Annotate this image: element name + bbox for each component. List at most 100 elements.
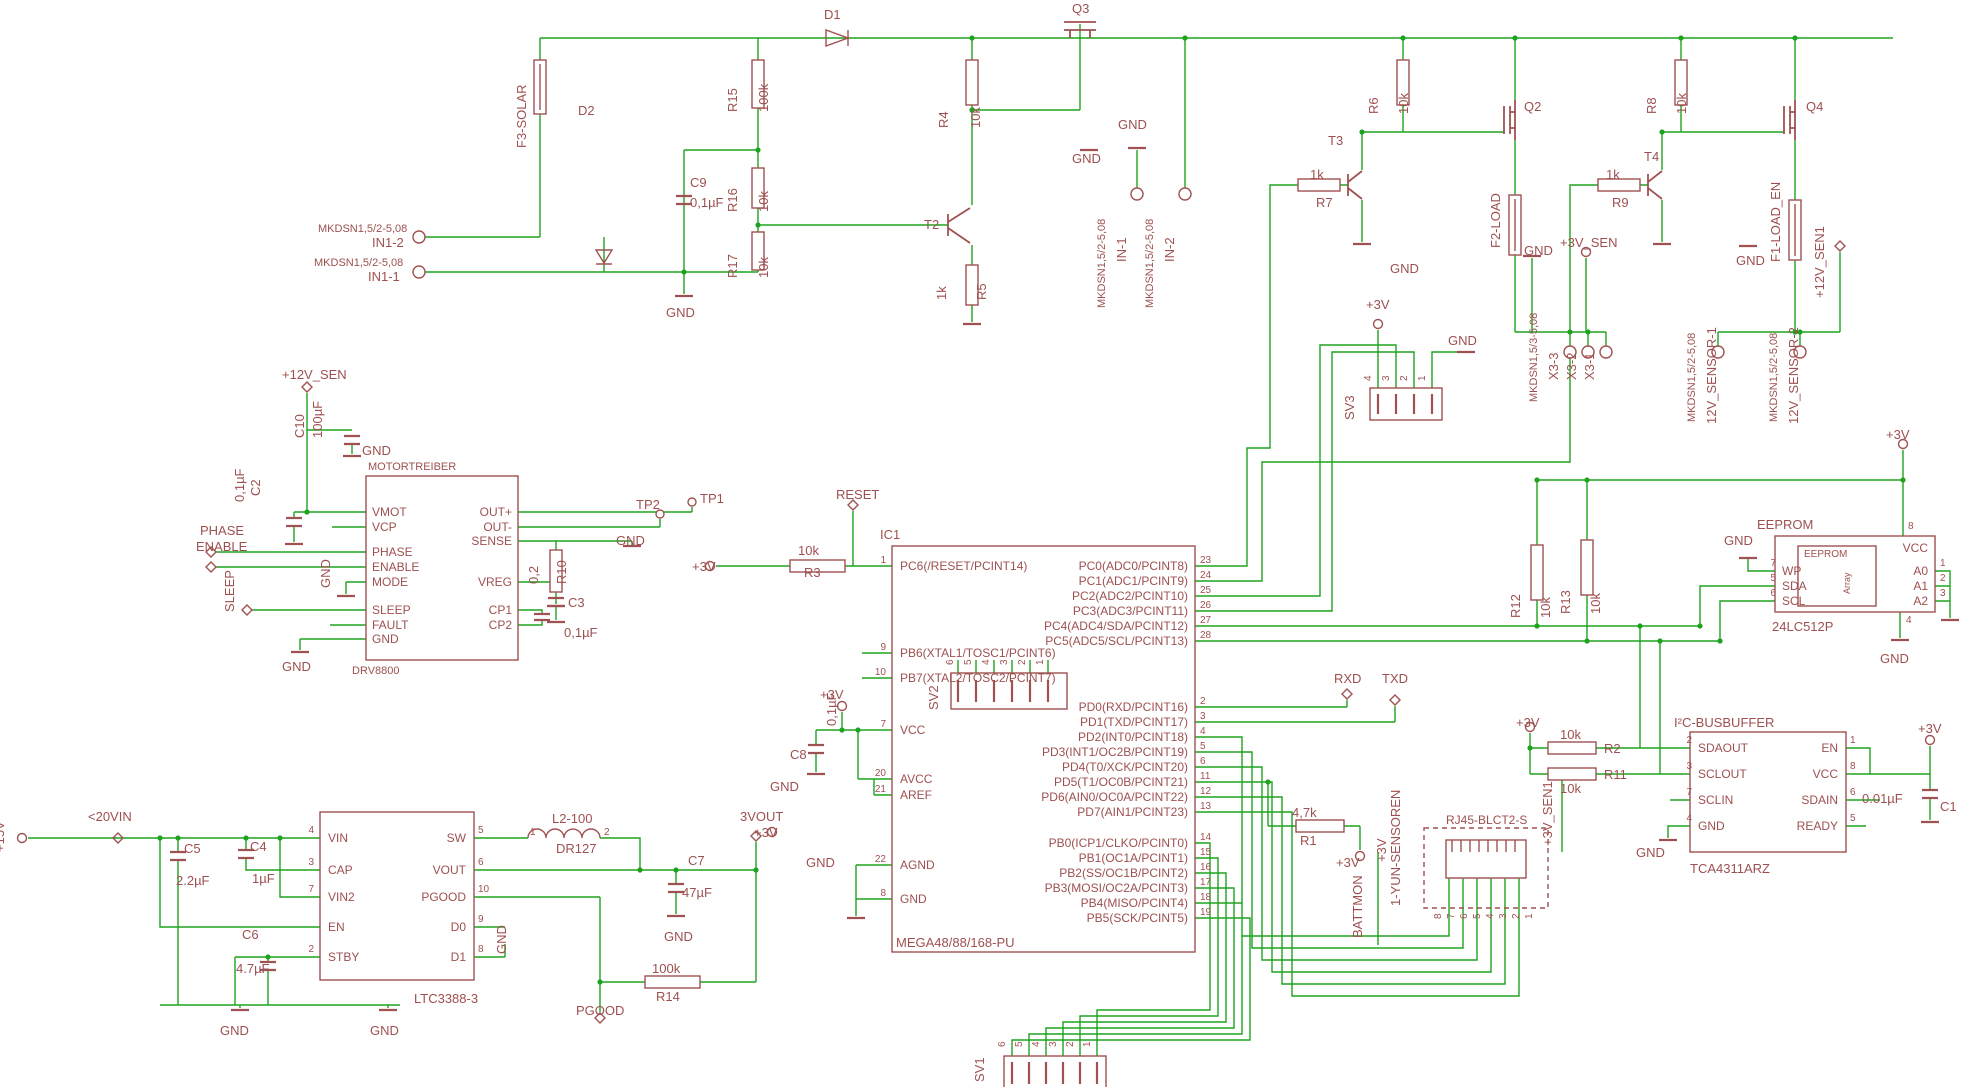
mcu-0-1µf: 0,1µF (824, 692, 839, 726)
regulator-10: 10 (478, 884, 490, 895)
mcu-pb0-icp1-clko-pcint0: PB0(ICP1/CLKO/PCINT0) (1048, 836, 1188, 850)
motor-driver-enable: ENABLE (196, 539, 248, 554)
mcu-mega48-88-168-pu: MEGA48/88/168-PU (896, 935, 1015, 950)
mcu-avcc: AVCC (900, 772, 933, 786)
regulator-c4: C4 (250, 839, 267, 854)
sensors-rj45-+3v: +3V (1336, 855, 1360, 870)
regulator-3vout: 3VOUT (740, 809, 784, 824)
motor-driver-c2: C2 (248, 479, 263, 496)
i2c-buffer-body (1689, 731, 1847, 853)
sv1-6: 6 (997, 1041, 1008, 1047)
sv1-2: 2 (1065, 1041, 1076, 1047)
solar-input-r4: R4 (936, 111, 951, 128)
mcu-3: 3 (999, 659, 1010, 665)
motor-driver-gnd: GND (318, 559, 333, 588)
load-switches-mkdsn1-5-2-5-08: MKDSN1,5/2-5,08 (1686, 332, 1698, 422)
eeprom-5: 5 (1770, 573, 1776, 584)
solar-input-gnd: GND (1118, 117, 1147, 132)
eeprom-4: 4 (1906, 615, 1912, 626)
motor-driver-mode: MODE (372, 575, 408, 589)
eeprom-a0: A0 (1913, 564, 1928, 578)
mcu-28: 28 (1200, 630, 1212, 641)
sensors-rj45-7: 7 (1446, 913, 1457, 919)
eeprom-array: Array (1842, 572, 1852, 594)
load-switches-r8: R8 (1644, 97, 1659, 114)
sensors-rj45-1: 1 (1524, 913, 1535, 919)
solar-input-t2: T2 (924, 217, 940, 232)
solar-input-r5: R5 (974, 283, 989, 300)
eeprom-3: 3 (1940, 588, 1946, 599)
mcu-agnd: AGND (900, 858, 935, 872)
ic1-mcu-body (891, 545, 1196, 953)
i2c-buffer-gnd: GND (1698, 819, 1725, 833)
mcu-pd0-rxd-pcint16: PD0(RXD/PCINT16) (1078, 700, 1188, 714)
load-switches-f2-load: F2-LOAD (1488, 193, 1503, 248)
regulator-c5: C5 (184, 841, 201, 856)
supply-circles (16, 246, 1936, 862)
regulator-47µf: 47µF (682, 885, 712, 900)
mcu-pd4-t0-xck-pcint20: PD4(T0/XCK/PCINT20) (1061, 760, 1188, 774)
load-switches-1k: 1k (1606, 167, 1620, 182)
solar-input-f3-solar: F3-SOLAR (514, 84, 529, 148)
terminal-pads (412, 187, 1807, 519)
motor-driver-sleep: SLEEP (372, 603, 411, 617)
load-switches-x3-2: X3-2 (1564, 352, 1579, 380)
solar-input-10k: 10k (968, 107, 983, 128)
eeprom-24lc512p: 24LC512P (1772, 619, 1834, 634)
testpoint-tp2 (655, 509, 665, 519)
regulator-8: 8 (478, 944, 484, 955)
i2c-buffer-1: 1 (1850, 735, 1856, 746)
load-switches-r6: R6 (1366, 97, 1381, 114)
mcu-5: 5 (963, 659, 974, 665)
mosfet-q3 (1064, 21, 1096, 38)
load-switches-gnd: GND (1524, 243, 1553, 258)
motor-driver-+12v-sen: +12V_SEN (282, 367, 347, 382)
motor-driver-gnd: GND (362, 443, 391, 458)
load-switches-t4: T4 (1644, 149, 1660, 164)
mcu-pb5-sck-pcint5: PB5(SCK/PCINT5) (1086, 911, 1188, 925)
i2c-buffer-i²c-busbuffer: I²C-BUSBUFFER (1674, 715, 1775, 730)
mcu-6: 6 (945, 659, 956, 665)
regulator-c7: C7 (688, 853, 705, 868)
eeprom-10k: 10k (1588, 593, 1603, 614)
i2c-buffer-r2: R2 (1604, 741, 1621, 756)
i2c-buffer-7: 7 (1686, 787, 1692, 798)
i2c-buffer-r11: R11 (1604, 767, 1627, 782)
regulator-3: 3 (308, 857, 314, 868)
regulator-pgood: PGOOD (421, 890, 466, 904)
mcu-9: 9 (880, 642, 886, 653)
mcu-pc5-adc5-scl-pcint13: PC5(ADC5/SCL/PCINT13) (1045, 634, 1188, 648)
mcu-gnd: GND (806, 855, 835, 870)
eeprom-vcc: VCC (1902, 541, 1928, 555)
eeprom-8: 8 (1908, 521, 1914, 532)
mcu-pc0-adc0-pcint8: PC0(ADC0/PCINT8) (1078, 559, 1188, 573)
regulator-pgood: PGOOD (576, 1003, 625, 1018)
component-layer (16, 21, 1959, 1087)
mcu-+3v: +3V (692, 559, 716, 574)
ltc3388-body (319, 811, 475, 981)
regulator-1µf: 1µF (252, 871, 275, 886)
regulator-100k: 100k (652, 961, 681, 976)
testpoint-tp1 (687, 497, 697, 507)
eeprom-10k: 10k (1538, 597, 1553, 618)
mcu-14: 14 (1200, 832, 1212, 843)
mcu-23: 23 (1200, 555, 1212, 566)
motor-driver-gnd: GND (616, 533, 645, 548)
mcu-17: 17 (1200, 877, 1212, 888)
mcu-+3v: +3V (820, 687, 844, 702)
solar-input-r15: R15 (725, 88, 740, 112)
i2c-buffer-+3v-sen1: +3V_SEN1 (1540, 781, 1555, 846)
i2c-buffer-ready: READY (1796, 819, 1838, 833)
junction-dots (157, 35, 1906, 985)
load-switches-12v-sensor-2: 12V_SENSOR-2 (1786, 327, 1801, 424)
mcu-pb4-miso-pcint4: PB4(MISO/PCINT4) (1080, 896, 1188, 910)
i2c-buffer-tca4311arz: TCA4311ARZ (1690, 861, 1770, 876)
regulator-gnd: GND (664, 929, 693, 944)
mosfet-q4 (1783, 100, 1796, 140)
mcu-10: 10 (874, 667, 886, 678)
mcu-24: 24 (1200, 570, 1212, 581)
solar-input-mkdsn1-5-2-5-08: MKDSN1,5/2-5,08 (1144, 218, 1156, 308)
i2c-buffer-en: EN (1821, 741, 1838, 755)
mcu-pd1-txd-pcint17: PD1(TXD/PCINT17) (1079, 715, 1188, 729)
i2c-buffer-0-01µf: 0.01µF (1862, 791, 1903, 806)
